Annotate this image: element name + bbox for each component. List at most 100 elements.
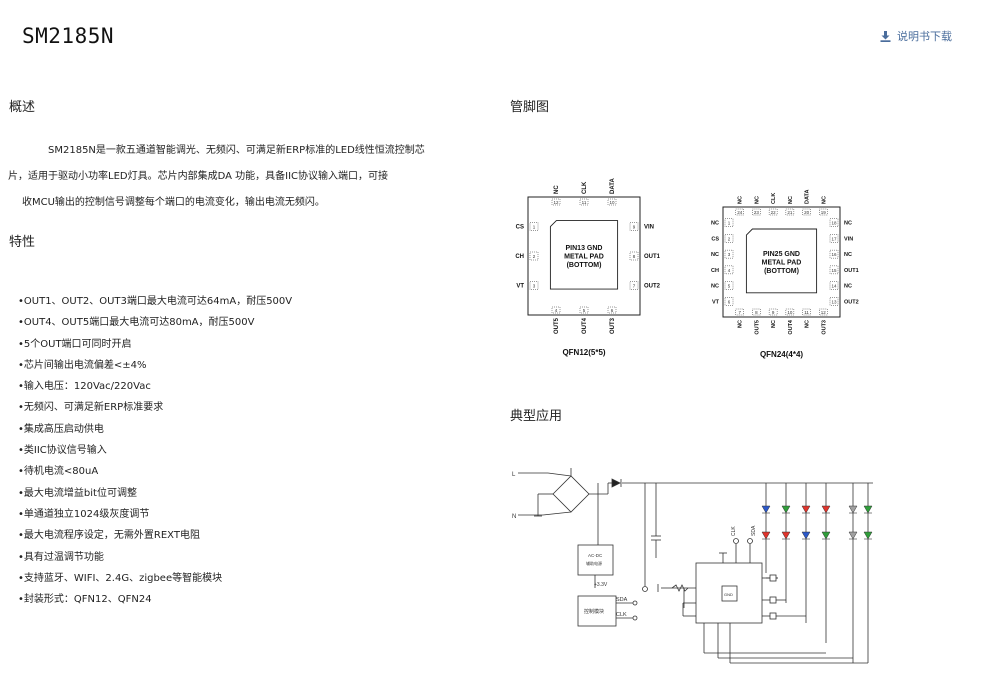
- qfn12-pin-number: 11: [582, 200, 587, 205]
- qfn12-pin-box: [579, 198, 589, 206]
- qfn12-pin-number: 2: [533, 254, 536, 259]
- qfn24-pin-name: OUT3: [821, 320, 827, 335]
- qfn24-pin-number: 1: [728, 221, 731, 226]
- qfn12-caption: QFN12(5*5): [562, 348, 605, 357]
- qfn24-metal-pad: [745, 228, 818, 294]
- qfn12-pin-name: CH: [515, 254, 524, 260]
- qfn24-pin-number: 2: [728, 236, 731, 241]
- feature-item: •输入电压：120Vac/220Vac: [18, 381, 151, 393]
- qfn24-pin-number: 23: [754, 210, 760, 215]
- feature-item: •集成高压启动供电: [18, 423, 104, 435]
- qfn12-pin-name: DATA: [610, 178, 616, 194]
- qfn12-pin-number: 12: [553, 200, 559, 205]
- qfn24-pin-box: [802, 208, 811, 216]
- led-icon: [848, 505, 858, 514]
- pinout-heading: 管脚图: [510, 100, 550, 115]
- qfn24-pin-number: 14: [831, 284, 837, 289]
- led-icon: [848, 531, 858, 540]
- qfn12-pin-number: 8: [633, 254, 636, 259]
- vcc-label: +3.3V: [594, 582, 608, 588]
- qfn24-pin-number: 15: [831, 268, 837, 273]
- qfn12-pin-box: [529, 222, 539, 231]
- qfn24-pin-box: [802, 308, 811, 316]
- qfn24-pin-number: 24: [737, 210, 743, 215]
- led-icon: [761, 531, 771, 540]
- qfn24-pin-name: OUT5: [754, 320, 760, 335]
- qfn12-pin-number: 7: [633, 284, 636, 289]
- feature-item: •5个OUT端口可同时开启: [18, 338, 132, 350]
- qfn24-pin-name: CS: [711, 236, 719, 242]
- qfn12-pin-number: 9: [633, 225, 636, 230]
- led-icon: [821, 505, 831, 514]
- qfn12-pin-box: [579, 306, 589, 314]
- qfn24-pin-name: OUT2: [844, 299, 859, 305]
- qfn12-pin-number: 10: [609, 200, 615, 205]
- qfn24-pin-box: [768, 308, 778, 316]
- qfn12-pad-label: (BOTTOM): [567, 262, 602, 269]
- chip-clk-label: CLK: [731, 526, 737, 536]
- neutral-label: N: [512, 514, 516, 520]
- qfn24-pin-number: 11: [804, 310, 809, 315]
- qfn24-pin-number: 3: [728, 252, 731, 257]
- qfn24-pin-number: 8: [755, 310, 758, 315]
- qfn24-pin-number: 6: [728, 299, 731, 304]
- qfn12-pin-number: 6: [611, 308, 614, 313]
- qfn12-pin-name: OUT5: [554, 317, 560, 334]
- qfn24-pad-label: METAL PAD: [762, 259, 802, 266]
- feature-item: •支持蓝牙、WIFI、2.4G、zigbee等智能模块: [18, 572, 223, 584]
- qfn24-pin-box: [724, 218, 734, 227]
- feature-item: •单通道独立1024级灰度调节: [18, 508, 150, 520]
- qfn24-pin-number: 12: [821, 310, 827, 315]
- acdc-label: AC-DC: [588, 553, 603, 558]
- feature-item: •OUT4、OUT5端口最大电流可达80mA，耐压500V: [18, 317, 255, 329]
- qfn24-pin-name: NC: [754, 196, 760, 204]
- qfn24-pin-name: CH: [711, 268, 719, 274]
- features-list: •OUT1、OUT2、OUT3端口最大电流可达64mA，耐压500V •OUT4…: [18, 291, 292, 610]
- download-manual-link[interactable]: 说明书下载: [880, 28, 952, 44]
- qfn24-pin-box: [829, 218, 839, 227]
- qfn24-pin-name: VT: [712, 299, 720, 305]
- qfn24-pad-label: PIN25 GND: [763, 251, 800, 258]
- qfn24-pin-box: [819, 208, 828, 216]
- feature-item: •OUT1、OUT2、OUT3端口最大电流可达64mA，耐压500V: [18, 296, 293, 307]
- line-label: L: [512, 472, 516, 478]
- qfn24-pin-name: NC: [738, 320, 744, 328]
- overview-paragraph: SM2185N是一款五通道智能调光、无频闪、可满足新ERP标准的LED线性恒流控…: [8, 138, 478, 216]
- qfn12-pin-name: OUT1: [644, 254, 661, 260]
- led-icon: [863, 505, 873, 514]
- overview-line: 片，适用于驱动小功率LED灯具。芯片内部集成DA 功能，具备IIC协议输入端口，…: [8, 171, 389, 182]
- qfn24-pin-name: CLK: [771, 193, 777, 204]
- feature-item: •具有过温调节功能: [18, 551, 104, 563]
- qfn24-pin-number: 17: [831, 236, 837, 241]
- chip-pad-label: GND: [724, 592, 733, 597]
- qfn12-pin-box: [607, 306, 617, 314]
- qfn24-pin-name: NC: [738, 196, 744, 204]
- qfn24-pin-box: [819, 308, 828, 316]
- led-icon: [781, 531, 791, 540]
- qfn24-pin-box: [752, 208, 761, 216]
- qfn12-pad-label: PIN13 GND: [566, 245, 603, 252]
- qfn24-pin-name: NC: [844, 221, 852, 227]
- qfn12-pin-box: [607, 198, 617, 206]
- qfn12-pin-box: [629, 222, 639, 231]
- qfn24-pin-box: [724, 249, 734, 259]
- qfn24-pin-name: OUT1: [844, 268, 859, 274]
- download-label: 说明书下载: [897, 30, 952, 43]
- download-icon: [880, 30, 891, 42]
- led-icon: [801, 505, 811, 514]
- qfn24-pin-box: [829, 297, 839, 306]
- qfn24-pin-name: NC: [711, 284, 719, 290]
- qfn24-caption: QFN24(4*4): [760, 350, 803, 359]
- qfn12-pin-box: [529, 251, 539, 261]
- qfn24-pin-box: [724, 265, 734, 275]
- qfn24-pin-number: 22: [771, 210, 777, 215]
- qfn24-pin-box: [768, 208, 778, 216]
- qfn24-pin-name: NC: [771, 320, 777, 328]
- qfn12-pin-name: CS: [516, 225, 524, 231]
- qfn24-pin-box: [724, 281, 734, 290]
- qfn24-pin-name: NC: [821, 196, 827, 204]
- qfn24-pin-number: 16: [831, 252, 837, 257]
- overview-line: SM2185N是一款五通道智能调光、无频闪、可满足新ERP标准的LED线性恒流控…: [48, 145, 425, 156]
- feature-item: •芯片间输出电流偏差<±4%: [18, 359, 147, 371]
- product-title: SM2185N: [22, 24, 115, 48]
